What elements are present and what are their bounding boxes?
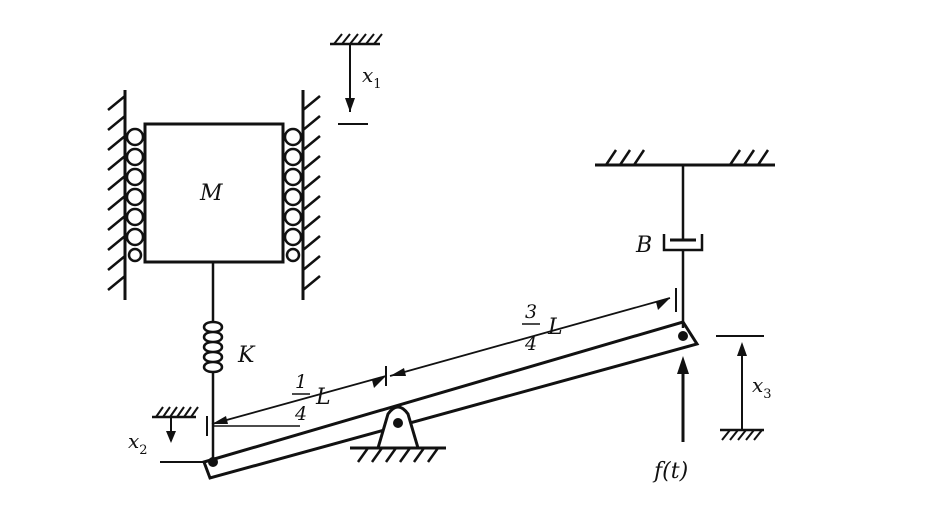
x3-indicator: x3 bbox=[716, 335, 772, 441]
left-pin bbox=[208, 457, 218, 467]
force-label: f(t) bbox=[652, 459, 688, 484]
lever-bar bbox=[202, 320, 700, 480]
left-guide-wall bbox=[107, 90, 127, 300]
x3-label: x3 bbox=[752, 373, 772, 402]
three-quarter-numerator: 3 bbox=[525, 301, 537, 323]
pivot-support bbox=[350, 405, 446, 463]
x1-indicator: x1 bbox=[330, 33, 383, 125]
pivot-pin bbox=[393, 418, 403, 428]
right-pin bbox=[678, 331, 688, 341]
damper-ground bbox=[595, 149, 775, 167]
right-rollers bbox=[283, 127, 303, 263]
force-arrow: f(t) bbox=[652, 356, 689, 484]
x1-arrow-head bbox=[345, 98, 355, 112]
three-quarter-length-label: L bbox=[547, 315, 563, 340]
x2-label: x2 bbox=[128, 429, 148, 458]
x2-arrow-head bbox=[166, 431, 176, 443]
dimension-three-quarter-length: 3 4 L bbox=[389, 288, 677, 377]
mass-label: M bbox=[199, 181, 223, 206]
damper: B bbox=[635, 165, 704, 328]
dimension-quarter-length: 1 4 L bbox=[206, 366, 387, 436]
x3-arrow-head bbox=[737, 342, 747, 356]
quarter-denominator: 4 bbox=[294, 403, 307, 425]
three-quarter-denominator: 4 bbox=[524, 333, 537, 355]
left-rollers bbox=[125, 127, 145, 263]
spring-label: K bbox=[237, 343, 256, 368]
mass-block: M bbox=[143, 122, 285, 264]
x2-indicator: x2 bbox=[128, 406, 204, 463]
damper-label: B bbox=[635, 233, 652, 258]
spring: K bbox=[202, 262, 256, 458]
quarter-length-label: L bbox=[315, 385, 331, 410]
x1-label: x1 bbox=[362, 63, 382, 92]
quarter-numerator: 1 bbox=[295, 371, 307, 393]
right-guide-wall bbox=[301, 90, 321, 300]
